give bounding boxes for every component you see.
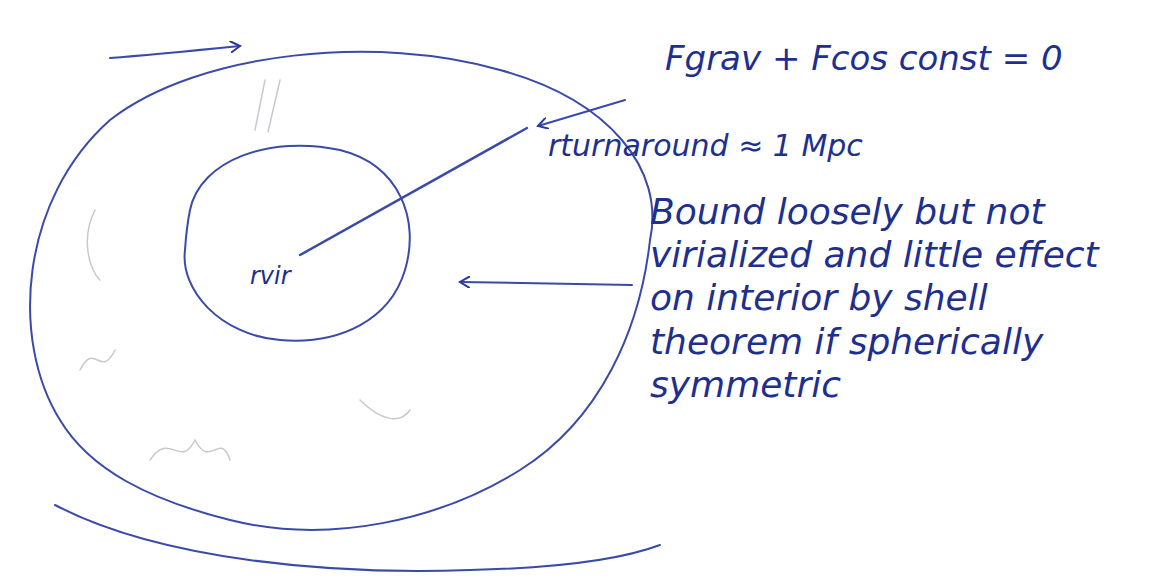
turnaround-radius-label: rturnaround ≈ 1 Mpc xyxy=(548,128,863,164)
outer-shell xyxy=(30,52,652,530)
pointer-arrow xyxy=(460,282,632,285)
inner-shell xyxy=(185,146,410,341)
pencil-mark xyxy=(80,350,115,370)
annotation-note: Bound loosely but not virialized and lit… xyxy=(650,190,1140,406)
pointer-arrow xyxy=(538,100,625,126)
pencil-mark xyxy=(360,400,410,419)
pencil-mark xyxy=(255,80,280,132)
pencil-mark xyxy=(87,210,100,280)
force-balance-note: Fgrav + Fcos const = 0 xyxy=(665,38,1063,79)
radius-line xyxy=(300,128,527,255)
outer-arc xyxy=(55,505,660,571)
flow-arrow xyxy=(110,46,240,58)
pencil-mark xyxy=(150,440,230,460)
virial-radius-label: rvir xyxy=(250,262,291,291)
